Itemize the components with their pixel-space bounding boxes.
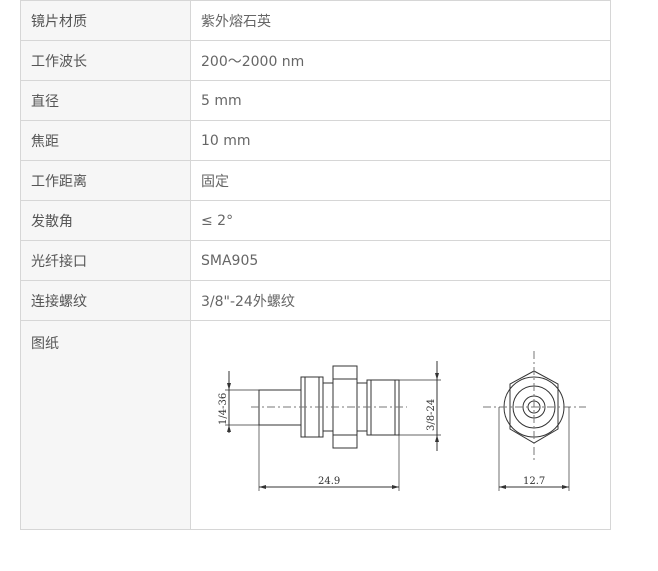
row-value: 紫外熔石英 [190, 0, 611, 41]
row-value: 200～2000 nm [190, 40, 611, 81]
row-value: SMA905 [190, 240, 611, 281]
table-row: 发散角 ≤ 2° [20, 200, 611, 241]
dim-right-thread: 3/8-24 [426, 399, 437, 431]
table-row: 镜片材质 紫外熔石英 [20, 0, 611, 41]
row-value: 3/8"-24外螺纹 [190, 280, 611, 321]
row-value: ≤ 2° [190, 200, 611, 241]
drawing-cell: 1/4-36 3/8-24 24.9 12.7 [190, 320, 611, 530]
row-label: 焦距 [20, 120, 191, 161]
dim-hex: 12.7 [523, 476, 545, 487]
spec-table: 镜片材质 紫外熔石英 工作波长 200～2000 nm 直径 5 mm 焦距 1… [20, 0, 611, 530]
technical-drawing: 1/4-36 3/8-24 24.9 12.7 [218, 351, 586, 491]
row-label: 光纤接口 [20, 240, 191, 281]
row-label: 工作波长 [20, 40, 191, 81]
table-row: 光纤接口 SMA905 [20, 240, 611, 281]
table-row: 直径 5 mm [20, 80, 611, 121]
row-label: 直径 [20, 80, 191, 121]
row-label: 图纸 [20, 320, 191, 530]
row-value: 固定 [190, 160, 611, 201]
row-label: 连接螺纹 [20, 280, 191, 321]
table-row: 工作波长 200～2000 nm [20, 40, 611, 81]
table-row: 连接螺纹 3/8"-24外螺纹 [20, 280, 611, 321]
row-label: 工作距离 [20, 160, 191, 201]
table-row: 工作距离 固定 [20, 160, 611, 201]
row-value: 10 mm [190, 120, 611, 161]
dim-left-thread: 1/4-36 [218, 393, 229, 425]
row-value: 5 mm [190, 80, 611, 121]
row-label: 镜片材质 [20, 0, 191, 41]
table-row-drawing: 图纸 [20, 320, 611, 530]
row-label: 发散角 [20, 200, 191, 241]
dim-length: 24.9 [318, 476, 340, 487]
table-row: 焦距 10 mm [20, 120, 611, 161]
